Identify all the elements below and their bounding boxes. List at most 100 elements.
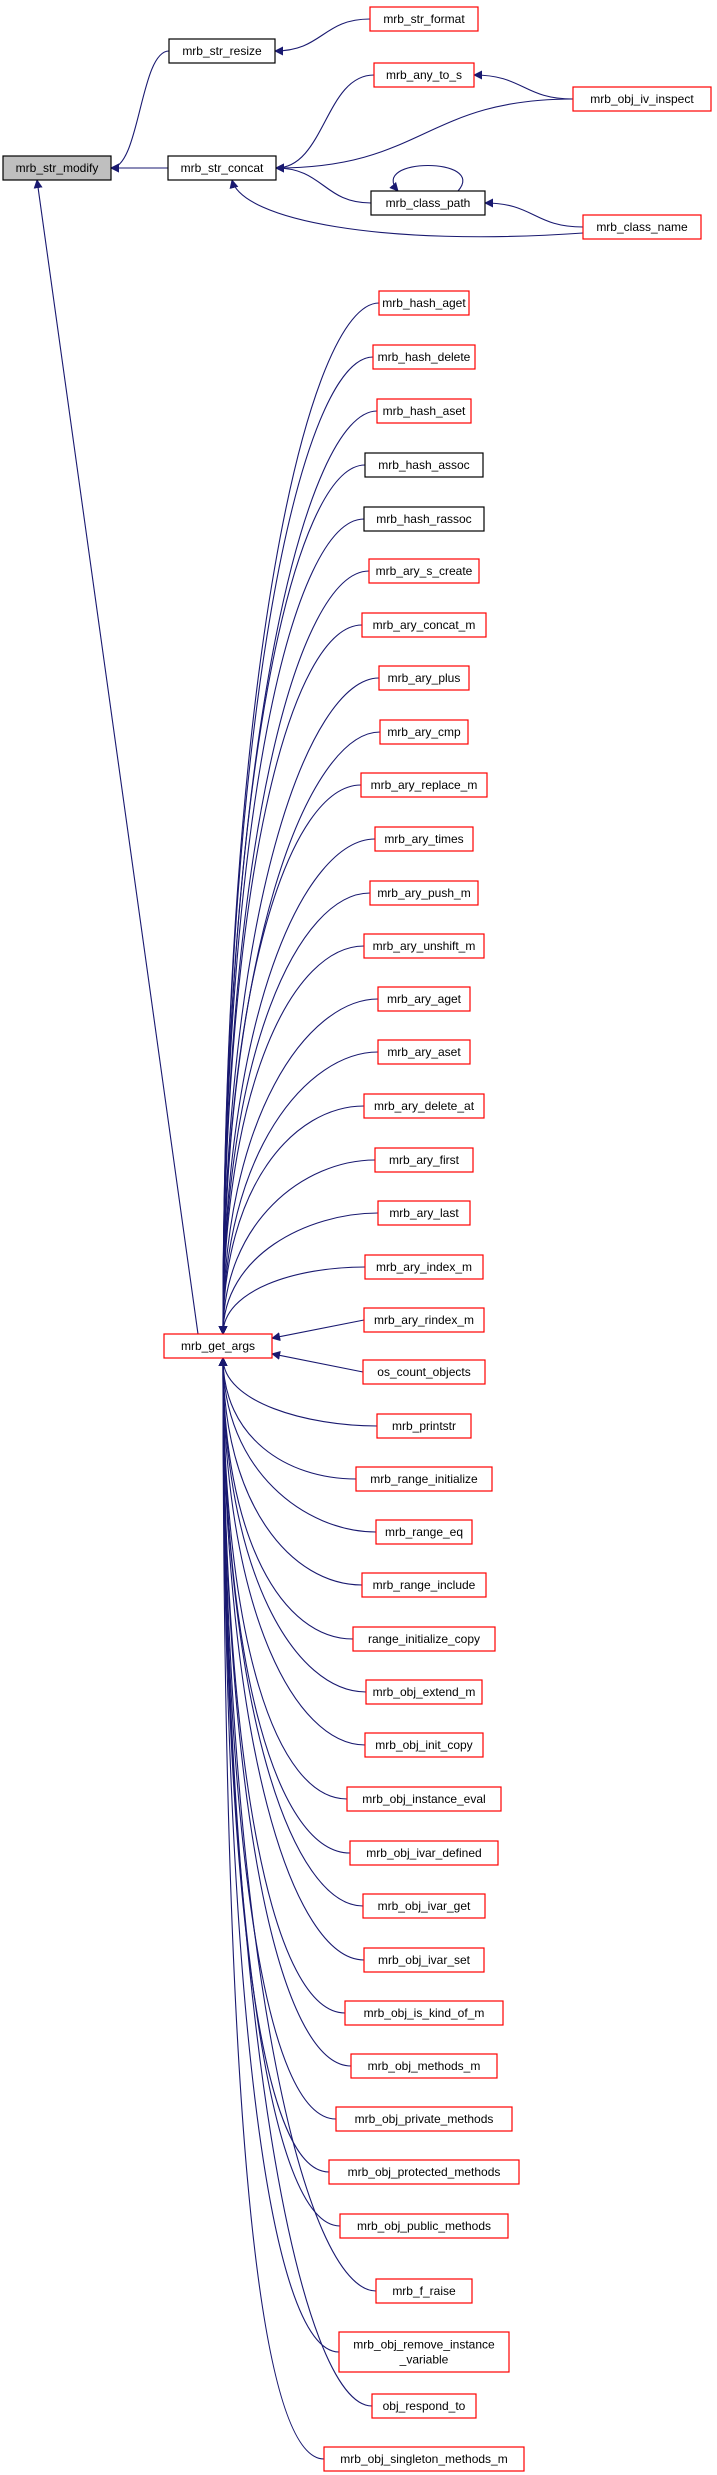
node-box[interactable] <box>339 2213 509 2239</box>
node-c5[interactable]: mrb_ary_s_create <box>368 558 480 584</box>
node-c10[interactable]: mrb_ary_times <box>374 826 474 852</box>
node-box[interactable] <box>375 2278 473 2304</box>
node-c7[interactable]: mrb_ary_plus <box>378 665 470 691</box>
node-box[interactable] <box>163 1333 273 1359</box>
edge-c12-to-n8 <box>218 945 365 1335</box>
edge-c9-to-n8 <box>218 784 362 1335</box>
node-box[interactable] <box>374 1147 474 1173</box>
node-c22[interactable]: mrb_range_initialize <box>355 1466 493 1492</box>
node-box[interactable] <box>377 1200 471 1226</box>
edge-c25-to-n8 <box>218 1357 354 1640</box>
node-box[interactable] <box>362 1359 486 1385</box>
node-box[interactable] <box>363 1093 485 1119</box>
node-box[interactable] <box>360 772 488 798</box>
node-box[interactable] <box>352 1626 496 1652</box>
node-box[interactable] <box>572 86 712 112</box>
node-box[interactable] <box>363 1307 485 1333</box>
node-c25[interactable]: range_initialize_copy <box>352 1626 496 1652</box>
node-box[interactable] <box>369 880 479 906</box>
node-box[interactable] <box>338 2331 510 2373</box>
node-n8[interactable]: mrb_get_args <box>163 1333 273 1359</box>
node-c21[interactable]: mrb_printstr <box>376 1413 472 1439</box>
node-c31[interactable]: mrb_obj_ivar_set <box>363 1947 485 1973</box>
node-box[interactable] <box>361 1572 487 1598</box>
node-box[interactable] <box>582 214 702 240</box>
node-box[interactable] <box>335 2106 513 2132</box>
node-c38[interactable]: mrb_obj_remove_instance_variable <box>338 2331 510 2373</box>
node-c34[interactable]: mrb_obj_private_methods <box>335 2106 513 2132</box>
node-box[interactable] <box>349 1840 499 1866</box>
node-c28[interactable]: mrb_obj_instance_eval <box>346 1786 502 1812</box>
node-c29[interactable]: mrb_obj_ivar_defined <box>349 1840 499 1866</box>
node-c8[interactable]: mrb_ary_cmp <box>379 719 469 745</box>
node-c27[interactable]: mrb_obj_init_copy <box>364 1732 484 1758</box>
node-c18[interactable]: mrb_ary_index_m <box>364 1254 484 1280</box>
node-label: mrb_str_resize <box>182 44 262 58</box>
node-box[interactable] <box>344 2000 504 2026</box>
node-c40[interactable]: mrb_obj_singleton_methods_m <box>323 2446 525 2472</box>
node-box[interactable] <box>350 2053 498 2079</box>
node-box[interactable] <box>368 558 480 584</box>
edge-c4-to-n8 <box>218 518 365 1335</box>
node-c26[interactable]: mrb_obj_extend_m <box>365 1679 483 1705</box>
node-box[interactable] <box>363 933 485 959</box>
node-c33[interactable]: mrb_obj_methods_m <box>350 2053 498 2079</box>
node-n4[interactable]: mrb_any_to_s <box>373 62 475 88</box>
node-c11[interactable]: mrb_ary_push_m <box>369 880 479 906</box>
node-box[interactable] <box>376 398 472 424</box>
node-label: mrb_ary_cmp <box>387 725 461 739</box>
node-n5[interactable]: mrb_obj_iv_inspect <box>572 86 712 112</box>
node-box[interactable] <box>376 1413 472 1439</box>
node-c39[interactable]: obj_respond_to <box>371 2393 477 2419</box>
node-box[interactable] <box>378 665 470 691</box>
node-c36[interactable]: mrb_obj_public_methods <box>339 2213 509 2239</box>
node-c1[interactable]: mrb_hash_delete <box>372 344 476 370</box>
node-box[interactable] <box>364 1254 484 1280</box>
node-label: mrb_ary_concat_m <box>373 618 476 632</box>
node-box[interactable] <box>346 1786 502 1812</box>
node-box[interactable] <box>371 2393 477 2419</box>
node-c12[interactable]: mrb_ary_unshift_m <box>363 933 485 959</box>
node-c16[interactable]: mrb_ary_first <box>374 1147 474 1173</box>
node-c0[interactable]: mrb_hash_aget <box>378 290 470 316</box>
node-c37[interactable]: mrb_f_raise <box>375 2278 473 2304</box>
node-n7[interactable]: mrb_class_name <box>582 214 702 240</box>
node-box[interactable] <box>363 1947 485 1973</box>
node-c30[interactable]: mrb_obj_ivar_get <box>362 1893 486 1919</box>
node-c19[interactable]: mrb_ary_rindex_m <box>363 1307 485 1333</box>
node-box[interactable] <box>377 986 471 1012</box>
node-c14[interactable]: mrb_ary_aset <box>377 1039 471 1065</box>
node-c15[interactable]: mrb_ary_delete_at <box>363 1093 485 1119</box>
node-box[interactable] <box>375 1519 473 1545</box>
node-box[interactable] <box>365 1679 483 1705</box>
node-c2[interactable]: mrb_hash_aset <box>376 398 472 424</box>
node-label: mrb_hash_delete <box>378 350 471 364</box>
node-c6[interactable]: mrb_ary_concat_m <box>361 612 487 638</box>
node-box[interactable] <box>328 2159 520 2185</box>
node-box[interactable] <box>362 1893 486 1919</box>
node-box[interactable] <box>361 612 487 638</box>
node-box[interactable] <box>374 826 474 852</box>
node-box[interactable] <box>372 344 476 370</box>
node-c32[interactable]: mrb_obj_is_kind_of_m <box>344 2000 504 2026</box>
node-box[interactable] <box>373 62 475 88</box>
node-c24[interactable]: mrb_range_include <box>361 1572 487 1598</box>
node-box[interactable] <box>364 1732 484 1758</box>
node-box[interactable] <box>323 2446 525 2472</box>
node-box[interactable] <box>379 719 469 745</box>
node-box[interactable] <box>378 290 470 316</box>
edge-c19-to-n8 <box>271 1319 365 1342</box>
node-box[interactable] <box>369 6 479 32</box>
node-c17[interactable]: mrb_ary_last <box>377 1200 471 1226</box>
node-label: mrb_ary_push_m <box>377 886 470 900</box>
node-c13[interactable]: mrb_ary_aget <box>377 986 471 1012</box>
node-c23[interactable]: mrb_range_eq <box>375 1519 473 1545</box>
node-box[interactable] <box>377 1039 471 1065</box>
node-c35[interactable]: mrb_obj_protected_methods <box>328 2159 520 2185</box>
node-c20[interactable]: os_count_objects <box>362 1359 486 1385</box>
node-n2[interactable]: mrb_str_format <box>369 6 479 32</box>
node-box <box>2 155 112 181</box>
node-c9[interactable]: mrb_ary_replace_m <box>360 772 488 798</box>
node-box[interactable] <box>355 1466 493 1492</box>
